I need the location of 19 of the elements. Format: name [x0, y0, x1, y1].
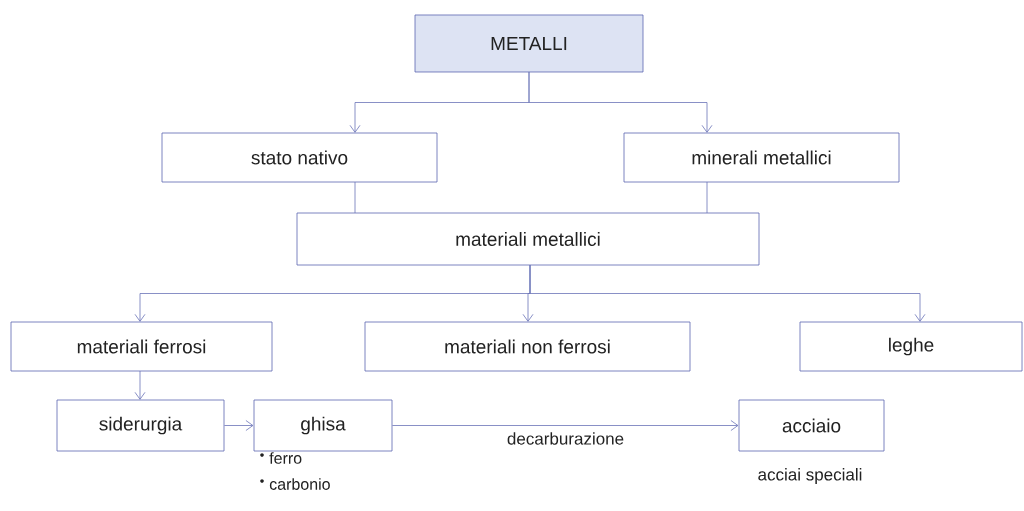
concept-box: materiali metallici [296, 212, 760, 266]
connector-arrow [224, 420, 254, 431]
concept-box: acciaio [738, 399, 885, 452]
concept-box: siderurgia [56, 399, 225, 452]
connector-arrow [392, 420, 739, 431]
list-item: ferro [269, 452, 302, 464]
concept-box: leghe [799, 321, 1023, 372]
note-text: acciai speciali [758, 468, 862, 484]
concept-box: materiali ferrosi [10, 321, 273, 372]
edge-label: decarburazione [507, 432, 624, 445]
concept-box: ghisa [253, 399, 393, 452]
concept-box: stato nativo [161, 132, 438, 183]
connector-arrow [529, 264, 926, 322]
connector-arrow [528, 71, 713, 133]
concept-box: materiali non ferrosi [364, 321, 691, 372]
list-item: carbonio [269, 478, 330, 490]
title-box: METALLI [414, 14, 644, 73]
concept-box: minerali metallici [623, 132, 900, 183]
connector-arrow [134, 370, 146, 400]
